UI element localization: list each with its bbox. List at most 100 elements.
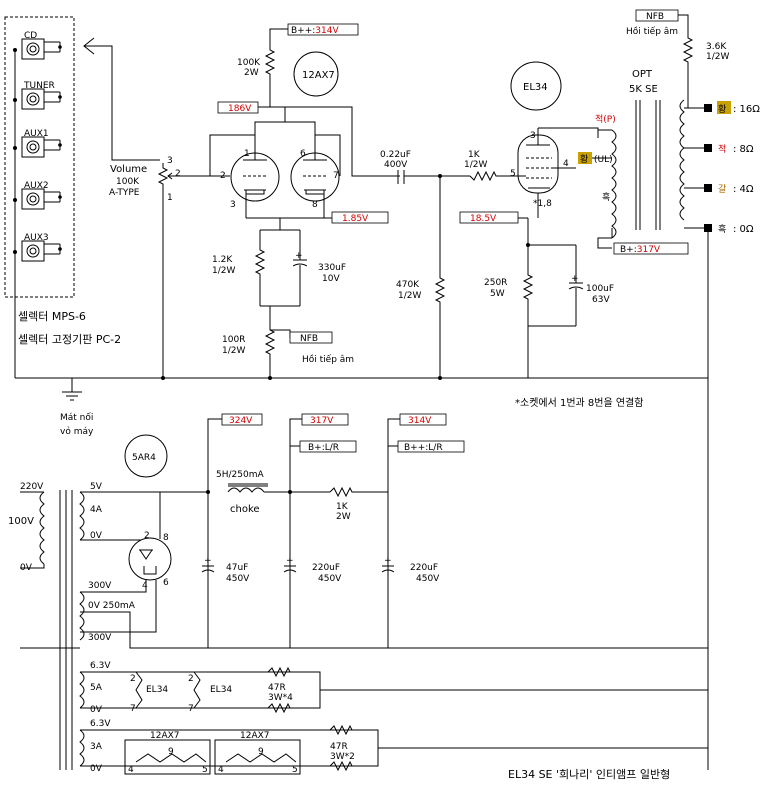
triode-left: [230, 135, 280, 218]
el34-cathode-cap: +: [568, 245, 584, 326]
ground-symbol: [62, 378, 82, 401]
pin-7: 7: [333, 171, 339, 181]
black-tap-label: 흑: [602, 191, 610, 203]
ground-caption-1: Mát nối: [60, 412, 93, 423]
h1-zero: 0V: [90, 705, 103, 715]
ck-value: 330uF: [318, 263, 346, 273]
footer-title: EL34 SE '희나리' 인티앰프 일반형: [508, 767, 670, 781]
h2-tube-b: 12AX7: [240, 731, 270, 741]
rectifier-name: 5AR4: [132, 453, 156, 463]
rgrid-value: 1K: [468, 150, 481, 160]
jack-label: TUNER: [23, 81, 55, 91]
h1-r-watt: 3W*4: [268, 693, 293, 703]
opt-tap-8[interactable]: 적 : 8Ω: [684, 143, 754, 155]
tap-name: 갈: [718, 184, 726, 195]
fb-resistor: [678, 14, 694, 108]
tap-ohm: : 16Ω: [733, 104, 760, 115]
cathode-resistor: [254, 230, 266, 306]
tap-ohm: : 8Ω: [733, 144, 754, 155]
opt-tap-4[interactable]: 갈 : 4Ω: [684, 184, 754, 195]
h1-pin-7a: 7: [130, 704, 136, 714]
volume-value: 100K: [116, 177, 140, 187]
bpp-tag-text: B++:314V: [291, 26, 339, 36]
jack-aux1[interactable]: AUX1: [13, 129, 62, 158]
primary-220v: 220V: [20, 482, 44, 492]
jack-tuner[interactable]: TUNER: [13, 81, 62, 110]
tap-ohm: : 0Ω: [733, 224, 754, 235]
cathode-cap: +: [292, 230, 308, 306]
coupling-cap: [397, 170, 405, 184]
opt-tap-16[interactable]: 황 : 16Ω: [684, 101, 760, 115]
psu-r-value: 1K: [336, 502, 349, 512]
jack-cd[interactable]: CD: [13, 31, 62, 60]
jack-aux3[interactable]: AUX3: [13, 233, 62, 262]
h2-r-value: 47R: [330, 742, 348, 752]
h2-pin-4b: 4: [218, 765, 224, 775]
rgrid-watt: 1/2W: [464, 160, 487, 170]
h1-pin-7b: 7: [188, 704, 194, 714]
rect-pin-4: 4: [142, 581, 148, 591]
bpplus-label: B++:L/R: [404, 443, 443, 453]
triode-right: [290, 135, 340, 218]
svg-text:+: +: [204, 556, 212, 566]
volume-pot[interactable]: Volume 100K A-TYPE 3 2 1: [109, 156, 181, 203]
v314: 314V: [408, 416, 432, 426]
tube-badge-el34: [510, 61, 562, 111]
selector-box: [4, 16, 75, 298]
h1-voltage: 6.3V: [90, 661, 111, 671]
nfb-resistor: [264, 306, 276, 378]
bplus-label: B+:L/R: [308, 443, 339, 453]
psu-r-watt: 2W: [336, 512, 351, 522]
svg-text:+: +: [571, 274, 579, 284]
ck-volt: 10V: [322, 274, 340, 284]
ground-caption-2: vỏ máy: [60, 426, 94, 437]
el34-pin-4: 4: [563, 159, 569, 169]
rect-pin-2: 2: [144, 531, 150, 541]
pot-pin-2: 2: [175, 169, 181, 179]
h2-pin-9a: 9: [168, 747, 174, 757]
opt-title: OPT: [632, 69, 653, 80]
sec-5v: 5V: [90, 482, 103, 492]
h2-pin-4a: 4: [128, 765, 134, 775]
opt-tap-0[interactable]: 흑 : 0Ω: [684, 223, 754, 235]
pot-pin-3: 3: [167, 156, 173, 166]
ul-tag: [578, 152, 592, 164]
plate-resistor: [264, 40, 276, 100]
bp-tag-text: B+:317V: [620, 245, 661, 255]
preamp-tube-name: 12AX7: [302, 70, 335, 81]
pentode: [517, 128, 559, 202]
h1-current: 5A: [90, 683, 103, 693]
rg-value: 470K: [396, 280, 420, 290]
sec-300v-2: 300V: [88, 633, 112, 643]
plate-tap-label: 적(P): [595, 113, 616, 125]
cathode-v: 1.85V: [342, 214, 369, 224]
cap-value: 0.22uF: [380, 150, 411, 160]
jack-aux2[interactable]: AUX2: [13, 181, 62, 210]
pin-1: 1: [244, 149, 250, 159]
opt-spec: 5K SE: [629, 84, 658, 95]
h1-pin-2a: 2: [130, 674, 136, 684]
nfb-tag-text: NFB: [300, 334, 318, 344]
plate-v: 186V: [228, 104, 252, 114]
v324: 324V: [229, 416, 253, 426]
bp-tag: [613, 242, 689, 255]
h2-current: 3A: [90, 742, 103, 752]
plate-r-watt: 2W: [244, 68, 259, 78]
psu-resistor: [329, 486, 388, 498]
choke-label: choke: [230, 504, 260, 515]
pot-pin-1: 1: [167, 193, 173, 203]
h1-tube-a: EL34: [146, 685, 168, 695]
choke-spec: 5H/250mA: [216, 470, 264, 480]
h2-r-watt: 3W*2: [330, 752, 355, 762]
rectifier-tube: [128, 537, 172, 581]
grid-stopper: [469, 170, 510, 182]
h2-pin-5a: 5: [202, 765, 208, 775]
el34-cathode-v: 18.5V: [470, 214, 497, 224]
nfb-tag: [289, 331, 333, 344]
choke: [227, 483, 268, 493]
el34-rk-value: 250R: [484, 278, 507, 288]
el34-cathode-resistor: [522, 245, 534, 326]
h2-tube-a: 12AX7: [150, 731, 180, 741]
grid-leak-resistor: [434, 176, 446, 378]
el34-rk-watt: 5W: [490, 289, 505, 299]
